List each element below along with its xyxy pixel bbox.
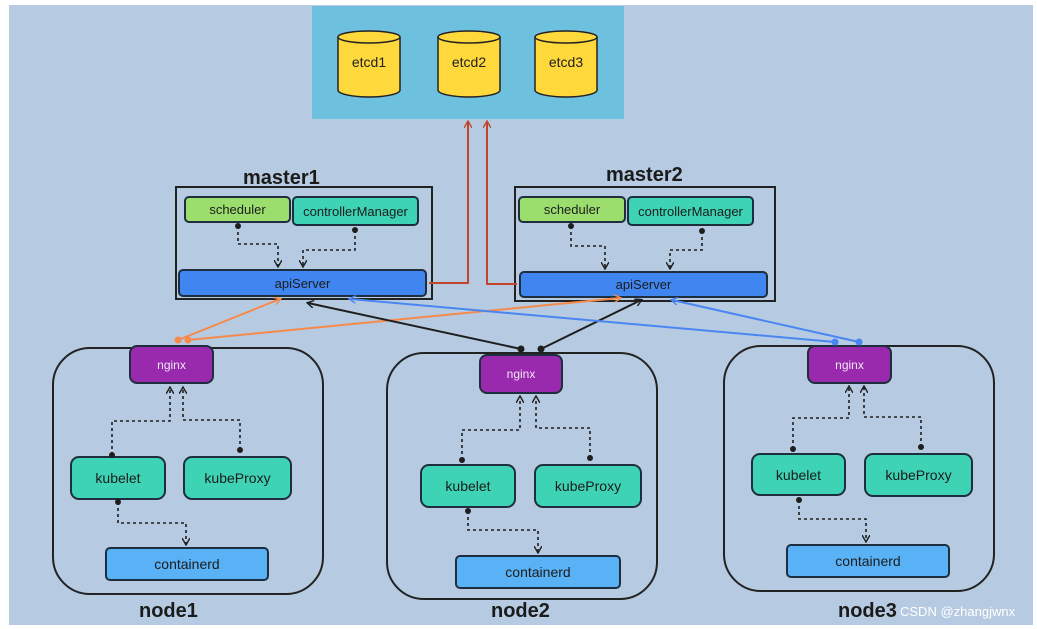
master1-internal-links	[237, 226, 356, 266]
node3-nginx: nginx	[807, 345, 892, 384]
master2-apiserver: apiServer	[519, 271, 768, 298]
connector-dot	[587, 455, 593, 461]
database-icon	[534, 30, 598, 98]
master2-box	[514, 186, 776, 302]
node2-containerd: containerd	[455, 555, 621, 589]
node2-kubeproxy: kubeProxy	[534, 464, 642, 508]
connector-dot	[517, 345, 525, 353]
database-icon	[437, 30, 501, 98]
master1-scheduler: scheduler	[184, 196, 291, 223]
etcd-label: etcd3	[548, 54, 584, 70]
connector-dot	[537, 345, 545, 353]
connector-dot	[831, 338, 839, 346]
database-icon	[337, 30, 401, 98]
link-node1-master1	[177, 299, 280, 341]
connector-dot	[184, 336, 192, 344]
watermark: CSDN @zhangjwnx	[900, 604, 1016, 619]
node3-title: node3	[838, 600, 897, 622]
link-node2-master2	[540, 300, 641, 350]
link-master1-etcd	[429, 122, 468, 284]
node1-nginx: nginx	[129, 345, 214, 384]
master1-controller-manager: controllerManager	[292, 196, 419, 226]
master1-title: master1	[243, 167, 320, 189]
node1-kubeproxy: kubeProxy	[183, 456, 292, 500]
node1-internal-links	[111, 388, 241, 544]
node3-kubeproxy: kubeProxy	[864, 453, 973, 497]
connector-dot	[855, 338, 863, 346]
node2-box	[386, 352, 658, 600]
node3-containerd: containerd	[786, 544, 950, 578]
connector-dot	[796, 497, 802, 503]
node1-containerd: containerd	[105, 547, 269, 581]
connector-dot	[237, 447, 243, 453]
node2-kubelet: kubelet	[420, 464, 516, 508]
connector-dot	[235, 223, 241, 229]
etcd-node-1: etcd1	[337, 30, 401, 98]
etcd-node-2: etcd2	[437, 30, 501, 98]
connector-dot	[115, 499, 121, 505]
master2-internal-links	[570, 226, 703, 268]
node3-internal-links	[792, 387, 922, 541]
node3-kubelet: kubelet	[751, 453, 846, 496]
master2-scheduler: scheduler	[518, 196, 626, 223]
master2-controller-manager: controllerManager	[627, 196, 754, 226]
master2-title: master2	[606, 164, 683, 186]
connector-dot	[109, 452, 115, 458]
link-master2-etcd	[487, 122, 517, 285]
etcd-label: etcd1	[351, 54, 387, 70]
master1-box	[175, 186, 433, 300]
connector-dot	[465, 508, 471, 514]
link-node1-master2	[187, 298, 620, 341]
node2-title: node2	[491, 600, 550, 622]
link-node3-master2	[672, 300, 860, 343]
connector-dot	[699, 228, 705, 234]
etcd-label: etcd2	[451, 54, 487, 70]
node2-internal-links	[461, 397, 591, 552]
connector-dot	[568, 223, 574, 229]
etcd-node-3: etcd3	[534, 30, 598, 98]
link-node2-master1	[308, 303, 522, 350]
connector-dot	[352, 227, 358, 233]
connector-dot	[459, 457, 465, 463]
connector-dot	[918, 444, 924, 450]
connector-dot	[790, 446, 796, 452]
node1-title: node1	[139, 600, 198, 622]
node2-nginx: nginx	[479, 354, 563, 394]
master1-apiserver: apiServer	[178, 269, 427, 297]
link-node3-master1	[350, 299, 836, 343]
connector-dot	[174, 336, 182, 344]
